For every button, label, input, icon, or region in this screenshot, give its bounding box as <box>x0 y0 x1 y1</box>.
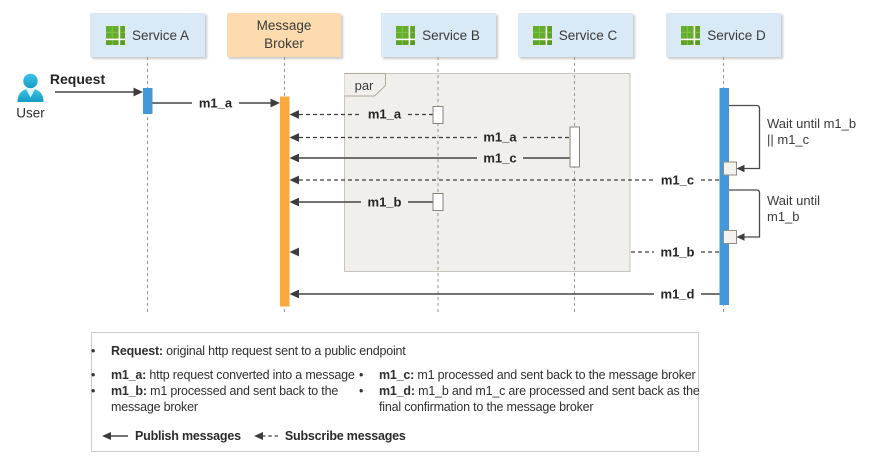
par-fragment-label: par <box>354 78 374 93</box>
message-label-m1a-b: m1_a <box>367 106 402 122</box>
wait-annotation-2-line2: m1_b <box>767 209 800 224</box>
user-label: User <box>16 105 45 120</box>
legend-term: m1_a: <box>111 368 147 382</box>
message-lines <box>55 91 720 295</box>
arrowhead-request <box>133 87 143 97</box>
grid-icon <box>532 25 552 45</box>
arrowhead-wait-loop-2 <box>736 233 745 241</box>
arrowhead-m1b-d <box>289 247 299 257</box>
legend-key-subscribe: Subscribe messages <box>253 428 406 444</box>
legend-column-right: • m1_c: m1 processed and sent back to the… <box>359 367 709 415</box>
grid-icon <box>681 25 701 45</box>
legend-desc: m1_b and m1_c are processed and sent bac… <box>379 384 700 414</box>
bullet: • <box>91 344 96 358</box>
arrowhead-m1c-d <box>289 175 299 185</box>
subscribe-arrow-icon <box>253 432 278 440</box>
wait-marker-1 <box>723 161 737 176</box>
message-label-m1b-d: m1_b <box>660 244 695 259</box>
message-label-m1c-d: m1_c <box>660 172 695 187</box>
legend-key-publish: Publish messages <box>101 428 241 444</box>
par-fragment-box <box>344 73 631 272</box>
wait-annotation-2: Wait until m1_b <box>767 193 820 225</box>
arrowhead-wait-loop-1 <box>736 164 745 173</box>
publish-arrow-icon <box>102 432 128 440</box>
legend-item-m1a: • m1_a: http request converted into a mes… <box>91 367 363 383</box>
arrowheads <box>133 87 299 299</box>
participant-service-c: Service C <box>517 13 633 57</box>
message-label-m1d-d: m1_d <box>660 286 695 301</box>
participant-label: Service D <box>707 27 766 43</box>
message-label-m1b-b: m1_b <box>367 194 402 209</box>
legend-desc: http request converted into a message <box>149 368 355 382</box>
arrowhead-m1a-c <box>289 133 299 142</box>
bullet: • <box>359 368 364 382</box>
legend-item-m1d: • m1_d: m1_b and m1_c are processed and s… <box>359 383 709 415</box>
wait-annotation-1-line1: Wait until m1_b <box>767 116 857 131</box>
activation-service-d <box>719 88 729 305</box>
participant-service-d: Service D <box>666 13 781 57</box>
legend-desc: original http request sent to a public e… <box>166 344 406 358</box>
legend-term: Request: <box>111 344 163 358</box>
message-label-request: Request <box>49 71 106 87</box>
legend-item-m1c: • m1_c: m1 processed and sent back to the… <box>359 367 709 383</box>
wait-loop-2 <box>729 189 761 238</box>
activation-service-b-1 <box>432 106 444 124</box>
legend-item-m1b: • m1_b: m1 processed and sent back to the… <box>91 383 363 415</box>
legend-column-left: • m1_a: http request converted into a mes… <box>91 367 363 415</box>
legend-item-request: • Request: original http request sent to … <box>91 343 691 359</box>
message-label-m1a-c: m1_a <box>483 129 517 145</box>
activation-bars <box>143 88 737 307</box>
arrowhead-m1a-b <box>289 110 299 119</box>
participant-label: Message Broker <box>256 18 312 51</box>
arrowhead-m1d-d <box>289 289 299 299</box>
activation-service-a <box>143 88 153 114</box>
dashed-message-lines <box>299 113 720 253</box>
grid-icon <box>396 25 416 45</box>
bullet: • <box>91 368 96 382</box>
legend-key: Publish messages Subscribe messages <box>101 428 406 444</box>
legend-desc: m1 processed and sent back to the messag… <box>111 384 339 414</box>
activation-service-c-1 <box>569 126 580 168</box>
bullet: • <box>91 384 96 398</box>
participant-service-b: Service B <box>380 13 496 57</box>
legend-term: m1_c: <box>379 368 415 382</box>
bullet: • <box>359 384 364 398</box>
wait-marker-2 <box>723 230 737 244</box>
wait-loop-1 <box>729 104 761 170</box>
legend-key-label: Subscribe messages <box>284 429 406 443</box>
participant-label: Service B <box>422 27 480 43</box>
message-label-m1a-a: m1_a <box>198 95 233 110</box>
wait-annotation-2-line1: Wait until <box>767 193 820 208</box>
participant-label: Service A <box>131 27 190 43</box>
participant-label: Service C <box>558 27 618 43</box>
loop-arrowheads <box>736 164 745 241</box>
par-tab <box>344 73 386 97</box>
arrowhead-m1c-c <box>289 153 299 163</box>
activation-message-broker <box>280 96 290 307</box>
wait-loops <box>729 104 761 238</box>
legend-term: m1_b: <box>111 384 147 398</box>
activation-service-b-2 <box>432 193 444 211</box>
legend-key-label: Publish messages <box>135 429 241 443</box>
wait-annotation-1: Wait until m1_b || m1_c <box>767 116 856 148</box>
legend-term: m1_d: <box>379 384 415 398</box>
arrowhead-m1b-b <box>289 197 299 207</box>
arrowhead-m1a-a <box>270 98 280 108</box>
legend-desc: m1 processed and sent back to the messag… <box>417 368 696 382</box>
user-icon <box>17 73 44 102</box>
participant-message-broker: Message Broker <box>227 13 341 57</box>
participant-service-a: Service A <box>90 13 205 57</box>
grid-icon <box>105 25 125 45</box>
legend-box: • Request: original http request sent to … <box>91 332 700 452</box>
message-label-m1c-c: m1_c <box>483 150 517 165</box>
wait-annotation-1-line2: || m1_c <box>767 132 810 147</box>
